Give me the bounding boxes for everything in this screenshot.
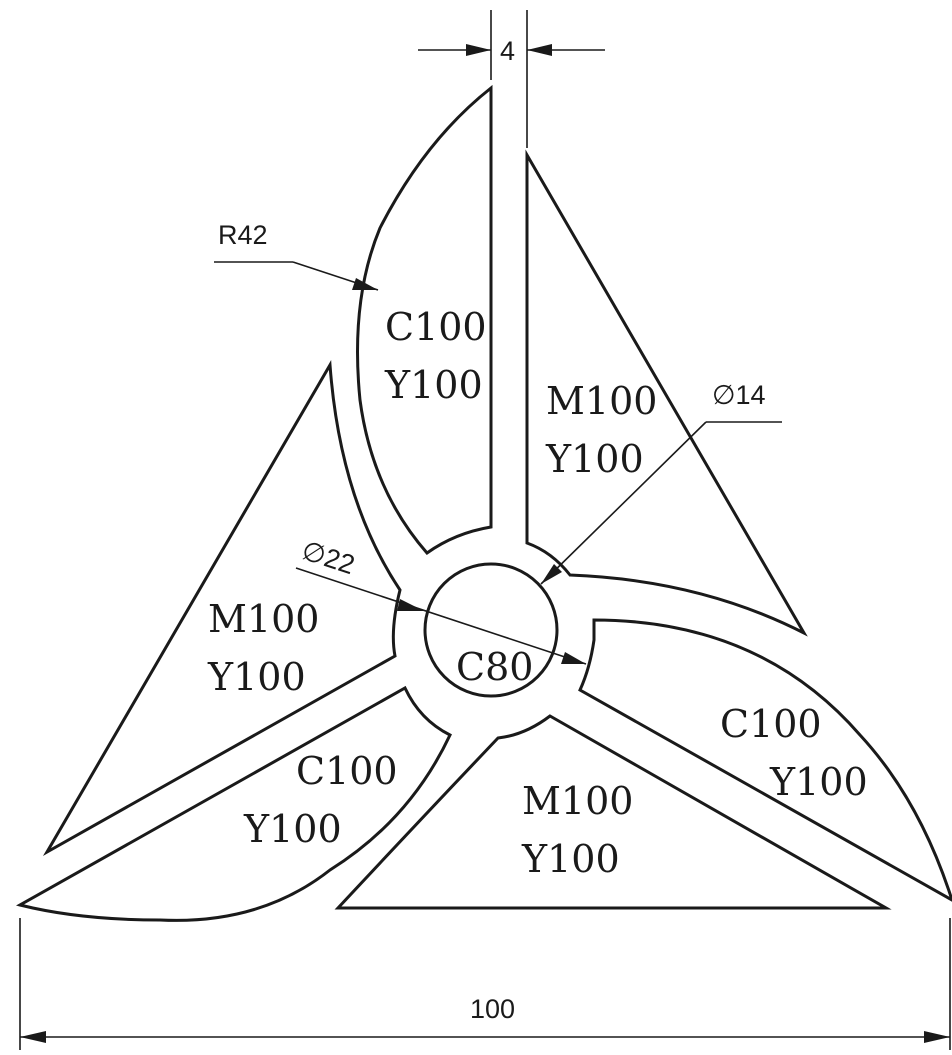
hub-diameter-arrow-left <box>397 599 424 611</box>
gap-arrow-right <box>527 44 552 56</box>
hub-diameter-leader <box>295 567 587 665</box>
overall-width-label: 100 <box>470 994 515 1024</box>
center-fill-label: C80 <box>456 645 533 689</box>
blade-right-line1: C100 <box>720 702 822 746</box>
blade-top-line1: C100 <box>385 305 487 349</box>
triangle-upper-right-line2: Y100 <box>545 437 644 481</box>
triangle-bottom-line2: Y100 <box>521 837 620 881</box>
gap-width-label: 4 <box>500 36 515 66</box>
blade-lower-left-line2: Y100 <box>243 807 342 851</box>
radius-label: R42 <box>218 220 268 250</box>
triangle-left-line2: Y100 <box>207 655 306 699</box>
blade-right-line2: Y100 <box>769 760 868 804</box>
triangle-bottom-line1: M100 <box>522 779 633 823</box>
gap-arrow-left <box>466 44 491 56</box>
triangle-upper-right <box>525 149 808 637</box>
triangle-upper-right-line1: M100 <box>546 379 657 423</box>
triangle-bottom <box>334 714 892 910</box>
hub-diameter-arrow-right <box>561 652 586 664</box>
overall-arrow-right <box>924 1031 950 1043</box>
blade-right <box>578 618 952 902</box>
inner-circle <box>423 562 559 698</box>
triangle-left <box>42 360 402 857</box>
hub-diameter-label: ∅22 <box>298 535 358 580</box>
overall-arrow-left <box>20 1031 46 1043</box>
blade-top <box>356 84 493 556</box>
inner-diameter-label: ∅14 <box>712 380 766 410</box>
blade-lower-left-line1: C100 <box>296 749 398 793</box>
radius-arrow <box>352 278 378 290</box>
triangle-left-line1: M100 <box>208 597 319 641</box>
blade-top-line2: Y100 <box>384 363 483 407</box>
inner-diameter-arrow <box>541 564 562 584</box>
blade-lower-left <box>15 685 452 922</box>
inner-diameter-leader-diagonal <box>540 421 707 585</box>
